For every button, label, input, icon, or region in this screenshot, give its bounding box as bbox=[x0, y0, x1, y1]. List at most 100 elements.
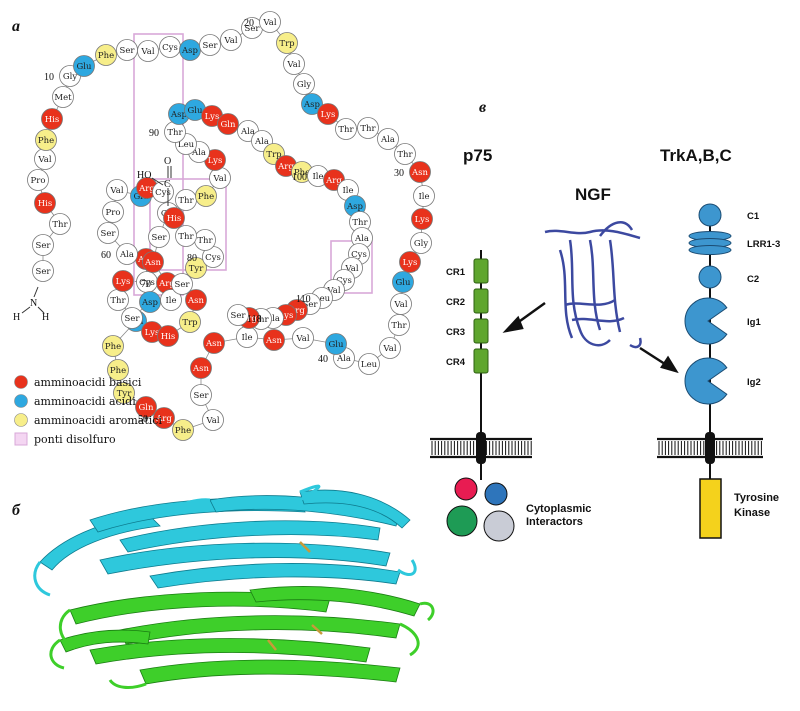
ngf-ribbon-structure bbox=[33, 484, 435, 689]
residue-label: Ser bbox=[203, 41, 219, 51]
residue-label: Lys bbox=[205, 112, 220, 122]
residue: Val bbox=[202, 409, 224, 431]
residue-circle bbox=[73, 55, 95, 77]
arrows bbox=[502, 301, 679, 374]
position-label: 10 bbox=[44, 72, 54, 83]
c-terminus-c: C bbox=[164, 179, 171, 190]
legend-item: amminoacidi acidi bbox=[14, 394, 136, 408]
legend-item: ponti disolfuro bbox=[14, 432, 116, 446]
residue: Phe bbox=[195, 185, 217, 207]
residue-label: Thr bbox=[360, 124, 376, 134]
residue-label: Ala bbox=[191, 148, 206, 158]
chain-cyan-loops bbox=[33, 484, 417, 597]
residue-label: His bbox=[161, 332, 176, 342]
residue-circle bbox=[413, 185, 435, 207]
residue-circle bbox=[157, 325, 179, 347]
residue-circle bbox=[358, 353, 380, 375]
residue: Val bbox=[292, 327, 314, 349]
residue-circle bbox=[32, 234, 54, 256]
residue-label: Val bbox=[109, 186, 123, 196]
residue-circle bbox=[97, 222, 119, 244]
residue-label: Val bbox=[205, 416, 219, 426]
residue: Glu bbox=[73, 55, 95, 77]
trk-transmembrane bbox=[705, 432, 715, 464]
trk-domain: Ig2 bbox=[684, 357, 761, 405]
residue-circle bbox=[283, 53, 305, 75]
c-terminus: O HO C bbox=[137, 156, 172, 206]
residue: Phe bbox=[35, 129, 57, 151]
residue-label: Thr bbox=[52, 220, 68, 230]
position-label: 40 bbox=[318, 354, 328, 365]
n-terminus-h1: H bbox=[13, 312, 20, 323]
residue-circle bbox=[293, 73, 315, 95]
residue: His bbox=[41, 108, 63, 130]
residue-circle bbox=[172, 419, 194, 441]
residue: Val bbox=[209, 167, 231, 189]
residue-circle bbox=[301, 93, 323, 115]
residue: Val bbox=[137, 40, 159, 62]
residue-label: His bbox=[45, 115, 60, 125]
residue-circle bbox=[357, 117, 379, 139]
p75-title: p75 bbox=[463, 146, 492, 165]
residue-label: Arg bbox=[277, 162, 294, 172]
residue: Gln bbox=[135, 396, 157, 418]
kinase-label-line1: Tyrosine bbox=[734, 492, 779, 504]
residue-label: Cys bbox=[139, 278, 155, 288]
residue: Arg bbox=[153, 407, 175, 429]
residue-circle bbox=[163, 207, 185, 229]
residue-label: Glu bbox=[77, 62, 93, 72]
trk-domain: C2 bbox=[698, 265, 759, 289]
residue: Thr bbox=[175, 189, 197, 211]
residue-label: Thr bbox=[178, 196, 194, 206]
residue-label: Asn bbox=[192, 364, 210, 374]
position-label: 50 bbox=[138, 414, 148, 425]
residue-label: Tyr bbox=[117, 389, 132, 399]
residue: Val bbox=[106, 179, 128, 201]
residue-circle bbox=[148, 226, 170, 248]
interactors-label-line1: Cytoplasmic bbox=[526, 503, 591, 515]
trk-domain-label: C2 bbox=[747, 274, 759, 285]
residue: Ser bbox=[199, 34, 221, 56]
residue: Ala bbox=[116, 243, 138, 265]
residue-label: Val bbox=[262, 18, 276, 28]
residue: Ile bbox=[413, 185, 435, 207]
residue-label: Val bbox=[37, 155, 51, 165]
chain-green-loops bbox=[49, 601, 435, 689]
residue-label: Asn bbox=[144, 258, 162, 268]
interactor-circle bbox=[484, 482, 508, 506]
residue: Ser bbox=[227, 304, 249, 326]
residue-circle bbox=[292, 327, 314, 349]
residue: Glu bbox=[392, 271, 414, 293]
residue-circle bbox=[259, 11, 281, 33]
residue-label: Ser bbox=[36, 241, 52, 251]
residue-label: Met bbox=[54, 93, 72, 103]
residue-circle bbox=[113, 382, 135, 404]
legend-swatch bbox=[14, 375, 28, 389]
position-label: 100 bbox=[292, 172, 307, 183]
residue: Ile bbox=[160, 289, 182, 311]
residue-circle bbox=[179, 311, 201, 333]
residue-circle bbox=[32, 260, 54, 282]
residue-label: Lys bbox=[208, 156, 223, 166]
residue-circle bbox=[411, 208, 433, 230]
ngf-chain-cyan bbox=[39, 489, 411, 589]
kinase-label-line2: Kinase bbox=[734, 507, 770, 519]
residue-label: Asp bbox=[181, 46, 199, 56]
residue-circle bbox=[49, 213, 71, 235]
residue-label: Ser bbox=[101, 229, 117, 239]
residue-label: Val bbox=[140, 47, 154, 57]
cr-domain-box bbox=[473, 258, 489, 284]
residue: Asn bbox=[409, 161, 431, 183]
residue-label: Val bbox=[344, 264, 358, 274]
residue: Leu bbox=[358, 353, 380, 375]
n-terminus: N H H bbox=[13, 286, 49, 323]
residue-label: Arg bbox=[240, 314, 257, 324]
residue-label: Cys bbox=[336, 276, 352, 286]
residue-circle bbox=[116, 243, 138, 265]
residue: Asn bbox=[263, 329, 285, 351]
residue: Val bbox=[34, 148, 56, 170]
